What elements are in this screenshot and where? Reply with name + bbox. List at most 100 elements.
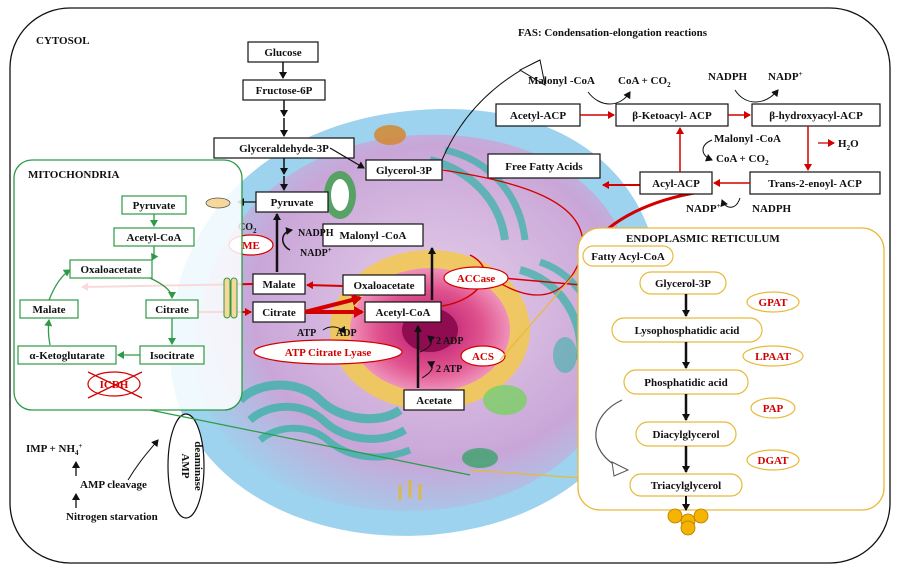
mito-akg-box: α-Ketoglutarate [17, 345, 117, 365]
mito-isocitrate-box: Isocitrate [139, 345, 205, 365]
membrane-transporter [205, 197, 238, 319]
fas-nadp2-label: NADP+ [686, 202, 721, 215]
glucose-label: Glucose [264, 47, 301, 59]
glyceraldehyde3p-box: Glyceraldehyde-3P [213, 137, 355, 159]
fatty-acyl-coa-label: Fatty Acyl-CoA [591, 251, 665, 263]
cyto-malonylcoa-label: Malonyl -CoA [340, 230, 407, 242]
fructose6p-box: Fructose-6P [242, 79, 326, 101]
lysophosphatidic-acid-label: Lysophosphatidic acid [635, 325, 740, 337]
fas-malonylcoa2-label: Malonyl -CoA [714, 133, 781, 145]
phosphatidic-acid-box: Phosphatidic acid [623, 369, 749, 395]
gpat-label: GPAT [759, 297, 789, 309]
cyto-acetylcoa-box: Acetyl-CoA [364, 301, 442, 323]
fas-region-label: FAS: Condensation-elongation reactions [518, 27, 708, 39]
amp-deaminase-enzyme: AMP deaminase [167, 413, 205, 519]
icdh-enzyme-inhibited: ICDH [87, 371, 143, 399]
acetyl-acp-box: Acetyl-ACP [495, 103, 581, 127]
mito-acetylcoa-box: Acetyl-CoA [113, 227, 195, 247]
acetate-label: Acetate [416, 395, 452, 407]
acs-label: ACS [472, 351, 494, 363]
cyto-malate-box: Malate [252, 273, 306, 295]
two-adp-label: 2 ADP [436, 336, 464, 347]
mitochondria-region-label: MITOCHONDRIA [28, 169, 120, 181]
me-label: ME [242, 240, 260, 252]
fructose6p-label: Fructose-6P [256, 85, 313, 97]
diacylglycerol-label: Diacylglycerol [653, 429, 720, 441]
mito-akg-label: α-Ketoglutarate [29, 350, 104, 362]
accase-enzyme: ACCase [443, 266, 509, 290]
nadp-label: NADP+ [300, 246, 332, 259]
er-pointer-line [469, 469, 581, 479]
fas-malonylcoa-label: Malonyl -CoA [528, 75, 595, 87]
lysophosphatidic-acid-box: Lysophosphatidic acid [611, 317, 763, 343]
gpat-enzyme: GPAT [746, 291, 800, 313]
cyto-acetylcoa-label: Acetyl-CoA [376, 307, 431, 319]
fas-nadph-label: NADPH [708, 71, 748, 83]
mito-oxaloacetate-box: Oxaloacetate [69, 259, 153, 279]
lipid-droplet [667, 508, 709, 536]
glyceraldehyde3p-label: Glyceraldehyde-3P [239, 143, 329, 155]
cyto-malate-label: Malate [263, 279, 296, 291]
co2-label: CO2 [238, 222, 257, 235]
nadph-label: NADPH [298, 228, 334, 239]
er-glycerol3p-box: Glycerol-3P [639, 271, 727, 295]
cyto-oxaloacetate-label: Oxaloacetate [353, 280, 414, 292]
fas-nadp-label: NADP+ [768, 70, 803, 83]
free-fatty-acids-label: Free Fatty Acids [505, 161, 583, 173]
glycerol3p-box: Glycerol-3P [365, 159, 443, 181]
acyl-acp-box: Acyl-ACP [639, 171, 713, 195]
pap-enzyme: PAP [750, 397, 796, 419]
cyto-citrate-label: Citrate [262, 307, 296, 319]
mito-citrate-label: Citrate [155, 304, 189, 316]
er-arrows [595, 294, 690, 511]
diacylglycerol-box: Diacylglycerol [635, 421, 737, 447]
mito-isocitrate-label: Isocitrate [150, 350, 195, 362]
lpaat-label: LPAAT [755, 351, 791, 363]
mito-pyruvate-box: Pyruvate [121, 195, 187, 215]
amp-cleavage-label: AMP cleavage [80, 479, 147, 491]
lpaat-enzyme: LPAAT [742, 345, 804, 367]
fas-nadph2-label: NADPH [752, 203, 792, 215]
ketoacyl-acp-box: β-Ketoacyl- ACP [615, 103, 729, 127]
two-atp-label: 2 ATP [436, 364, 462, 375]
dgat-label: DGAT [758, 455, 790, 467]
triacylglycerol-box: Triacylglycerol [629, 473, 743, 497]
cyto-pyruvate-box: Pyruvate [255, 191, 329, 213]
mito-citrate-box: Citrate [145, 299, 199, 319]
adp-label: ADP [336, 328, 357, 339]
accase-label: ACCase [457, 273, 496, 285]
hydroxyacyl-acp-label: β-hydroxyacyl-ACP [769, 110, 863, 122]
fatty-acyl-coa-box: Fatty Acyl-CoA [582, 245, 674, 267]
er-pointer-line-2 [499, 261, 586, 361]
fas-coa-co2-label: CoA + CO2 [618, 75, 671, 89]
h2o-label: H2O [838, 138, 859, 152]
dgat-enzyme: DGAT [746, 449, 800, 471]
glycerol3p-label: Glycerol-3P [376, 165, 432, 177]
cyto-malonylcoa-box: Malonyl -CoA [322, 223, 424, 247]
er-glycerol3p-label: Glycerol-3P [655, 278, 711, 290]
mito-oxaloacetate-label: Oxaloacetate [80, 264, 141, 276]
triacylglycerol-label: Triacylglycerol [651, 480, 721, 492]
free-fatty-acids-box: Free Fatty Acids [487, 153, 601, 179]
fas-red-arrows [580, 111, 835, 187]
atp-label: ATP [297, 328, 316, 339]
nitrogen-starvation-label: Nitrogen starvation [66, 511, 158, 523]
acetate-box: Acetate [403, 389, 465, 411]
cyto-oxaloacetate-box: Oxaloacetate [342, 274, 426, 296]
cytosol-region-label: CYTOSOL [36, 35, 90, 47]
fas-coa-co2-2-label: CoA + CO2 [716, 153, 769, 167]
trans-enoyl-acp-label: Trans-2-enoyl- ACP [768, 178, 862, 190]
mito-pointer-line [149, 409, 471, 476]
atp-citrate-lyase-enzyme: ATP Citrate Lyase [253, 339, 403, 365]
atp-citrate-lyase-label: ATP Citrate Lyase [285, 347, 372, 359]
amp-deaminase-line2: deaminase [192, 441, 204, 491]
mito-pyruvate-label: Pyruvate [133, 200, 176, 212]
cyto-citrate-box: Citrate [252, 301, 306, 323]
mito-arrows [44, 214, 176, 359]
acyl-acp-label: Acyl-ACP [652, 178, 700, 190]
glucose-box: Glucose [247, 41, 319, 63]
mito-acetylcoa-label: Acetyl-CoA [127, 232, 182, 244]
cytosol-arrows [237, 59, 546, 388]
